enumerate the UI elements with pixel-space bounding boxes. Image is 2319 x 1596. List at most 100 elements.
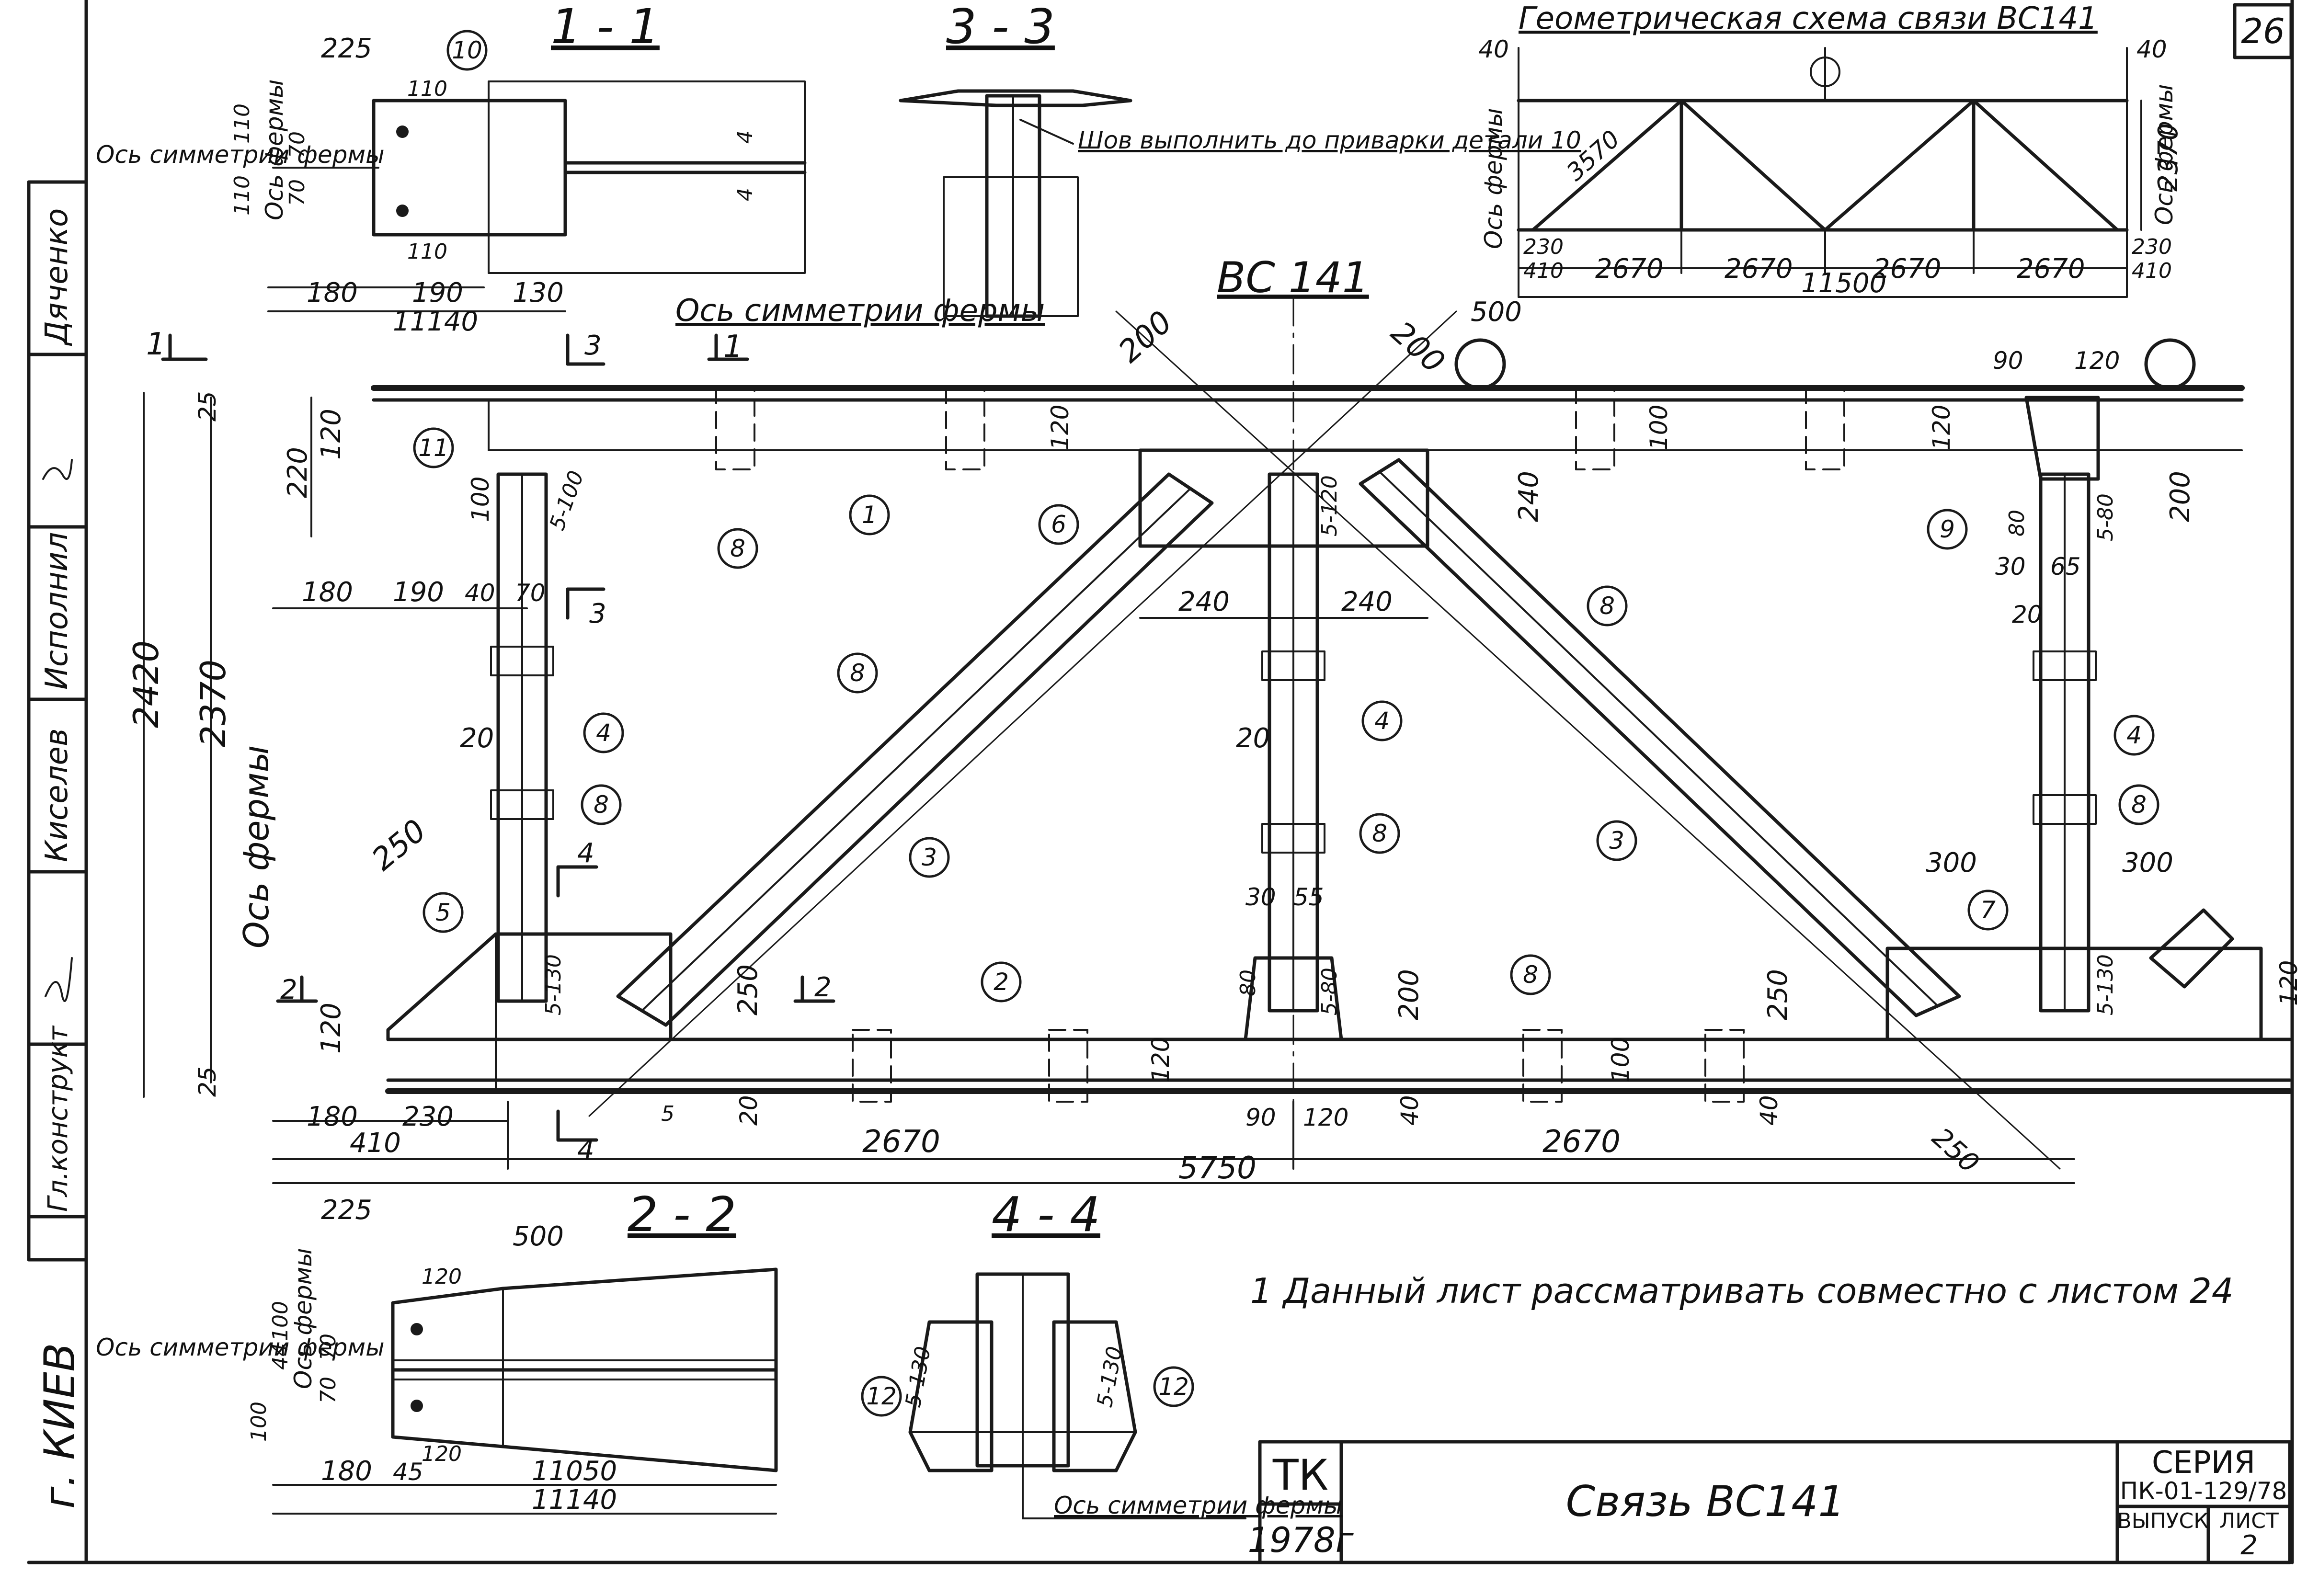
top-chord <box>371 385 2245 451</box>
dim-120e: 120 <box>2074 347 2120 375</box>
bottom-chord-pads <box>852 1029 1745 1103</box>
stamp-dyachenko: Дяченко <box>39 208 75 346</box>
callout-8c: 8 <box>837 652 878 694</box>
callout-1: 1 <box>849 494 890 536</box>
dim-120b: 120 <box>316 1003 347 1054</box>
dim-70: 70 <box>515 579 546 607</box>
s11-dim-225: 225 <box>321 33 372 64</box>
callout-12a: 12 <box>861 1376 902 1417</box>
callout-7: 7 <box>1967 889 2009 931</box>
s22-dim-100b: 100 <box>247 1402 271 1442</box>
dim-240a: 240 <box>1178 586 1230 617</box>
dim-40b: 40 <box>1396 1095 1424 1126</box>
dim-100b: 100 <box>1645 405 1673 450</box>
section-2-2: 2 - 2 225 500 120 100 44 70 70 100 120 1… <box>96 1186 778 1516</box>
dim-190: 190 <box>393 577 444 608</box>
callout-8e: 8 <box>1587 585 1628 627</box>
dim-240b: 240 <box>1341 586 1393 617</box>
dim-250c: 250 <box>1762 969 1794 1020</box>
svg-text:8: 8 <box>1372 820 1387 847</box>
callout-3a: 3 <box>909 837 950 878</box>
s22-dim-45: 45 <box>393 1458 423 1486</box>
signature-1 <box>42 459 73 480</box>
title-block: ТК 1978г Связь ВС141 СЕРИЯ ПК-01-129/78 … <box>1247 1440 2292 1564</box>
weld-5-80a: 5-80 <box>2093 493 2118 541</box>
callout-8a: 8 <box>717 528 758 569</box>
s11-dim-110d: 110 <box>407 239 447 264</box>
dim-250d: 250 <box>1926 1122 1985 1179</box>
geo-height: 2370 <box>2153 123 2184 192</box>
dim-25a: 25 <box>194 391 221 422</box>
svg-text:8: 8 <box>850 659 865 687</box>
dim-90a: 90 <box>1993 347 2023 375</box>
series-value: ПК-01-129/78 <box>2120 1477 2287 1505</box>
svg-text:2: 2 <box>994 968 1009 996</box>
s11-axis-sym: Ось симметрии фермы <box>96 141 385 169</box>
callout-3b: 3 <box>1596 820 1637 861</box>
dim-120a: 120 <box>316 409 347 460</box>
geo-dim-40b: 40 <box>2136 35 2167 63</box>
svg-text:10: 10 <box>452 36 482 64</box>
svg-text:3: 3 <box>1609 827 1624 855</box>
s44-weld-a: 5-130 <box>901 1345 936 1409</box>
dim-2670a: 2670 <box>862 1124 940 1160</box>
dim-20a: 20 <box>2012 601 2043 628</box>
section-4-4: 4 - 4 5-130 5-130 Ось симметрии фермы <box>901 1186 1343 1519</box>
svg-text:12: 12 <box>866 1382 897 1410</box>
svg-text:12: 12 <box>1158 1373 1189 1401</box>
s11-dim-130: 130 <box>513 277 564 308</box>
section-mark-1-left: 1 <box>146 327 208 362</box>
dim-80b: 80 <box>1236 969 1260 996</box>
tk-label: ТК <box>1272 1450 1328 1500</box>
svg-text:8: 8 <box>1523 961 1538 989</box>
year-label: 1978г <box>1247 1520 1354 1560</box>
callout-4c: 4 <box>2113 715 2155 756</box>
callout-5: 5 <box>423 892 464 933</box>
svg-text:6: 6 <box>1051 511 1066 538</box>
callout-8b: 8 <box>581 784 622 825</box>
s11-dim-4a: 4 <box>733 130 757 144</box>
dim-120d: 120 <box>1928 405 1955 450</box>
dim-220: 220 <box>282 447 313 498</box>
dim-40: 40 <box>465 579 495 607</box>
section-mark-4-bottom: 4 <box>556 1109 598 1166</box>
s11-dim-11140: 11140 <box>393 306 478 337</box>
geo-axis-right: Ось фермы <box>2150 84 2178 225</box>
geo-total: 11500 <box>1801 268 1886 299</box>
dim-20d: 20 <box>1236 723 1270 754</box>
dim-20c: 20 <box>460 723 494 754</box>
svg-text:1: 1 <box>146 327 166 362</box>
s11-dim-180: 180 <box>307 277 358 308</box>
geo-dim-410a: 410 <box>1523 259 1564 283</box>
svg-text:8: 8 <box>1599 592 1615 620</box>
svg-text:1: 1 <box>723 329 743 365</box>
dim-5: 5 <box>661 1102 674 1126</box>
section-mark-3-top: 3 <box>566 330 605 366</box>
drawing-title: Связь ВС141 <box>1566 1477 1845 1526</box>
main-axis-sym: Ось симметрии фермы <box>675 293 1045 329</box>
dim-20b: 20 <box>735 1095 763 1126</box>
dim-300a: 300 <box>1926 847 1977 878</box>
callout-2: 2 <box>981 961 1022 1003</box>
general-note: 1 Данный лист рассматривать совместно с … <box>1250 1271 2234 1311</box>
section-mark-3-bottom: 3 <box>566 587 606 629</box>
svg-text:8: 8 <box>2131 791 2147 819</box>
dim-2370: 2370 <box>193 660 233 747</box>
dim-30b: 30 <box>1245 883 1276 911</box>
geometry-scheme: Геометрическая схема связи ВС141 40 40 3… <box>1471 1 2184 328</box>
s11-dim-190: 190 <box>412 277 463 308</box>
dim-80a: 80 <box>2005 510 2029 536</box>
callout-8g: 8 <box>1510 954 1551 995</box>
geo-dim-230b: 230 <box>2132 235 2172 259</box>
svg-text:4: 4 <box>577 1135 594 1166</box>
dim-100: 100 <box>467 477 494 522</box>
s44-weld-b: 5-130 <box>1093 1345 1127 1409</box>
callout-9b: 9 <box>1927 509 1968 550</box>
dim-90b: 90 <box>1245 1104 1276 1131</box>
section-mark-4-top: 4 <box>556 838 598 898</box>
dim-2670b: 2670 <box>1542 1124 1621 1160</box>
s22-dim-11140: 11140 <box>532 1484 617 1516</box>
s11-dim-110b: 110 <box>230 175 254 216</box>
weld-5-120: 5-120 <box>1317 475 1342 536</box>
svg-text:3: 3 <box>584 330 602 361</box>
